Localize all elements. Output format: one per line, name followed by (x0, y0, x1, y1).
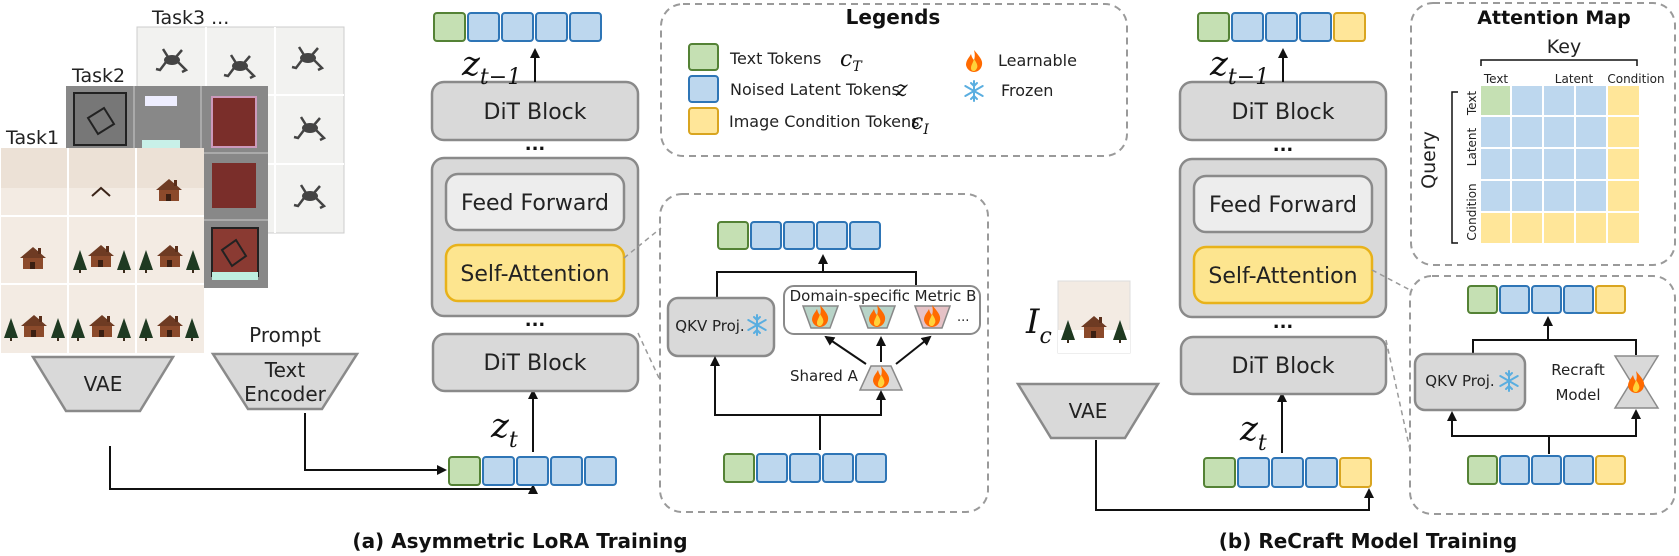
svg-text:Text: Text (264, 358, 306, 382)
zt-prev-left: zt−1 (461, 44, 521, 90)
prompt-label: Prompt (249, 323, 321, 347)
legend-text-symbol: cT (840, 47, 863, 75)
dit-block-left-bottom: DiT Block (431, 332, 640, 393)
row-label-condition: Condition (1465, 183, 1479, 240)
dit-block-left-top: DiT Block (430, 80, 640, 142)
metric-ellipsis: ... (957, 310, 969, 325)
col-label-condition: Condition (1607, 72, 1664, 86)
svg-text:Self-Attention: Self-Attention (460, 262, 609, 287)
left-output-tokens (433, 12, 602, 42)
snowflake-icon (964, 80, 984, 102)
task1-grid (1, 148, 204, 353)
col-label-latent: Latent (1555, 72, 1594, 86)
zt-right: zt (1239, 409, 1267, 456)
legend-image-symbol: cI (911, 110, 929, 138)
left-input-tokens (448, 456, 617, 486)
row-label-latent: Latent (1465, 127, 1479, 166)
zt-left: zt (490, 406, 518, 453)
legend-title: Legends (846, 5, 941, 29)
svg-text:DiT Block: DiT Block (1232, 354, 1335, 379)
transformer-block-right: Feed Forward Self-Attention (1178, 157, 1388, 319)
recraft-detail-panel: QKV Proj. Recraft Model (1409, 275, 1676, 515)
recraft-label-1: Recraft (1551, 361, 1605, 379)
attention-map-title: Attention Map (1477, 7, 1630, 29)
attention-map-panel: Attention Map Key Text Latent Condition … (1410, 2, 1676, 266)
domain-metric-label: Domain-specific Metric B (790, 287, 977, 305)
caption-a: (a) Asymmetric LoRA Training (352, 529, 687, 553)
dit-block-right-top: DiT Block (1178, 80, 1388, 142)
svg-text:Self-Attention: Self-Attention (1208, 264, 1357, 289)
right-input-tokens (1203, 457, 1372, 488)
condition-image (1057, 280, 1131, 354)
right-output-tokens (1197, 12, 1366, 42)
lora-detail-panel: QKV Proj. Domain-specific Metric B ... S… (659, 193, 989, 513)
task3-label: Task3 ... (151, 7, 229, 29)
legend-frozen: Frozen (1001, 81, 1053, 100)
row-label-text: Text (1465, 91, 1479, 117)
svg-text:DiT Block: DiT Block (1232, 100, 1335, 125)
key-label: Key (1547, 36, 1581, 58)
vae-encoder-right: VAE (1015, 382, 1161, 440)
recraft-label-2: Model (1555, 386, 1600, 404)
legend-panel: Legends Text Tokens cT Noised Latent Tok… (660, 3, 1128, 157)
legend-noised-symbol: z (895, 77, 908, 102)
qkv-proj-right: QKV Proj. (1425, 372, 1494, 390)
vae-encoder-left: VAE (30, 355, 176, 413)
svg-text:DiT Block: DiT Block (484, 100, 587, 125)
svg-text:Encoder: Encoder (244, 382, 327, 406)
svg-text:DiT Block: DiT Block (484, 351, 587, 376)
zt-prev-right: zt−1 (1209, 44, 1269, 90)
task1-label: Task1 (5, 127, 59, 149)
legend-learnable: Learnable (998, 51, 1077, 70)
dit-block-right-bottom: DiT Block (1179, 335, 1388, 396)
svg-text:Feed Forward: Feed Forward (1209, 193, 1357, 218)
svg-text:VAE: VAE (1069, 399, 1108, 423)
query-label: Query (1418, 131, 1440, 189)
fire-icon (966, 50, 983, 72)
caption-b: (b) ReCraft Model Training (1219, 529, 1517, 553)
qkv-proj-left: QKV Proj. (675, 317, 744, 335)
ic-label: Ic (1025, 302, 1052, 349)
task-image-stacks: Task3 ... Task2 Task1 (1, 7, 345, 353)
task2-label: Task2 (71, 65, 125, 87)
legend-noised: Noised Latent Tokens (730, 80, 900, 99)
col-label-text: Text (1483, 72, 1509, 86)
text-encoder: Text Encoder (210, 352, 360, 411)
svg-text:Feed Forward: Feed Forward (461, 191, 609, 216)
svg-text:VAE: VAE (84, 372, 123, 396)
transformer-block-left: Feed Forward Self-Attention (430, 156, 640, 318)
shared-a-label: Shared A (790, 367, 859, 385)
legend-image-cond: Image Condition Tokens (729, 112, 920, 131)
legend-text-tokens: Text Tokens (729, 49, 821, 68)
